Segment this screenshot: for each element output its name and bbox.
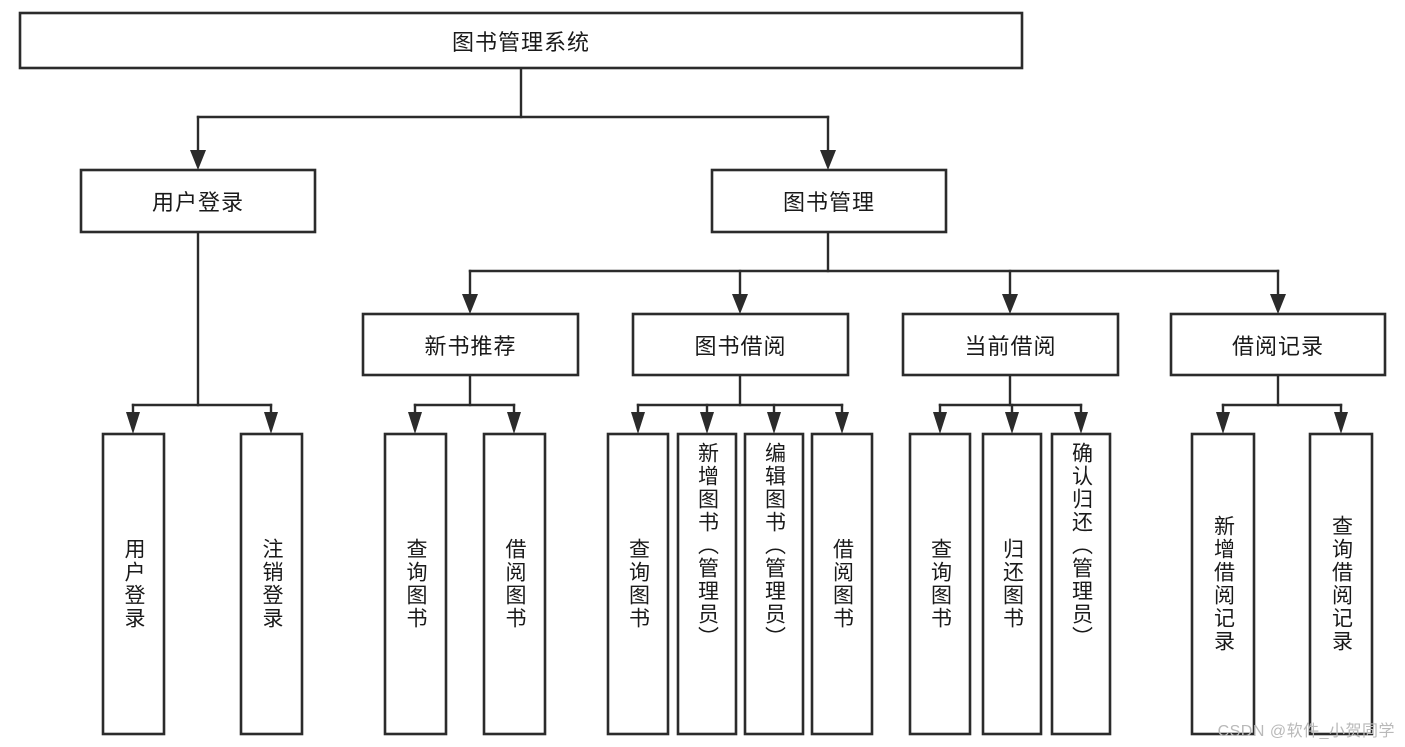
node-root[interactable] (18, 11, 1024, 70)
node-leaf-query-book-2[interactable] (606, 432, 670, 736)
node-leaf-query-record[interactable] (1308, 432, 1374, 736)
arrow-head-borrow-record (1270, 294, 1286, 314)
node-new-book-recommend[interactable] (361, 312, 580, 377)
connector-group-borrow-record-children (1216, 373, 1348, 434)
arrow-head-book-borrow (732, 294, 748, 314)
arrow-head-new-book-rec (462, 294, 478, 314)
node-book-manage[interactable] (710, 168, 948, 234)
arrow-head-leaf-borrow-book-2 (835, 412, 849, 434)
arrow-head-leaf-query-record (1334, 412, 1348, 434)
node-user-login[interactable] (79, 168, 317, 234)
connector-group-root (190, 66, 836, 170)
arrow-head-user-login (190, 150, 206, 170)
node-leaf-return-book[interactable] (981, 432, 1043, 736)
node-leaf-logout[interactable] (239, 432, 304, 736)
arrow-head-leaf-logout (264, 412, 278, 434)
node-leaf-confirm-return[interactable] (1050, 432, 1112, 736)
node-leaf-user-login[interactable] (101, 432, 166, 736)
connector-group-user-login-children (126, 230, 278, 434)
node-leaf-edit-book[interactable] (743, 432, 805, 736)
arrow-head-leaf-borrow-book-1 (507, 412, 521, 434)
arrow-head-leaf-return-book (1005, 412, 1019, 434)
arrow-head-leaf-edit-book (767, 412, 781, 434)
arrow-head-leaf-query-book-1 (408, 412, 422, 434)
arrow-head-leaf-confirm-return (1074, 412, 1088, 434)
arrow-head-leaf-query-book-2 (631, 412, 645, 434)
node-leaf-query-book-1[interactable] (383, 432, 448, 736)
arrow-head-leaf-user-login (126, 412, 140, 434)
connector-group-current-borrow-children (933, 373, 1088, 434)
node-leaf-borrow-book-1[interactable] (482, 432, 547, 736)
arrow-head-book-manage (820, 150, 836, 170)
node-borrow-record[interactable] (1169, 312, 1387, 377)
connector-group-new-book-rec-children (408, 373, 521, 434)
arrow-head-current-borrow (1002, 294, 1018, 314)
arrow-head-leaf-add-record (1216, 412, 1230, 434)
arrow-head-leaf-query-book-3 (933, 412, 947, 434)
node-leaf-add-book[interactable] (676, 432, 738, 736)
node-leaf-query-book-3[interactable] (908, 432, 972, 736)
connector-group-book-borrow-children (631, 373, 849, 434)
node-leaf-add-record[interactable] (1190, 432, 1256, 736)
node-current-borrow[interactable] (901, 312, 1120, 377)
node-book-borrow[interactable] (631, 312, 850, 377)
arrow-head-leaf-add-book (700, 412, 714, 434)
node-leaf-borrow-book-2[interactable] (810, 432, 874, 736)
connector-group-level2 (462, 230, 1286, 314)
